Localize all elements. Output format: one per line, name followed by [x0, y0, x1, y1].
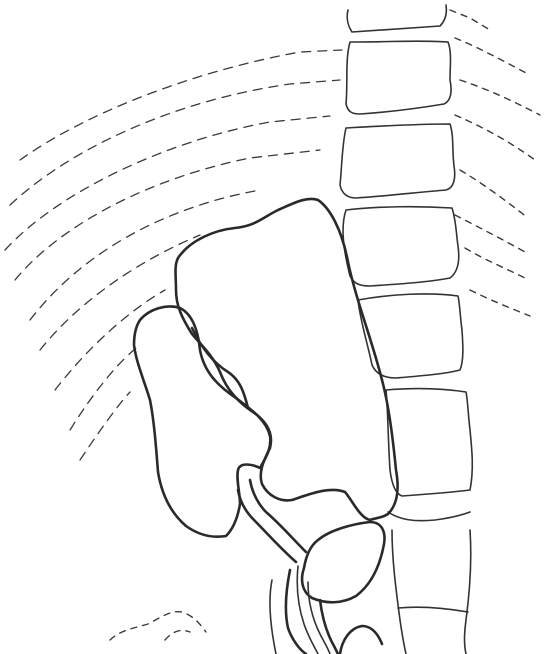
lower-tube-right: [320, 600, 338, 654]
lower-tube-inner-2: [308, 582, 330, 654]
right-arc-1: [450, 10, 490, 30]
lower-oval-mass: [302, 522, 384, 602]
vertebra-4: [343, 207, 459, 286]
right-dashed-lines: [450, 10, 540, 316]
right-arc-5: [460, 170, 528, 218]
left-arc-2: [10, 80, 340, 205]
organ-inner-fold: [192, 328, 248, 408]
left-arc-4: [15, 150, 320, 280]
vertebra-2: [346, 41, 451, 114]
left-arc-1: [20, 50, 342, 160]
bottom-curl: [340, 626, 382, 654]
right-arc-2: [455, 38, 530, 75]
lower-curve: [270, 580, 276, 654]
vertebra-1: [347, 5, 446, 32]
left-arc-9: [80, 392, 130, 460]
vertebra-8: [392, 530, 406, 654]
vertebra-10: [398, 607, 468, 612]
right-arc-6: [455, 215, 525, 252]
bottom-left-fragment-2: [165, 630, 190, 640]
spine: [340, 5, 472, 654]
smaller-organ-mass: [134, 307, 270, 537]
right-arc-8: [470, 290, 530, 316]
vertebra-7: [388, 512, 470, 521]
left-arc-8: [70, 345, 140, 430]
left-dashed-arcs: [5, 50, 342, 460]
vertebra-5: [358, 294, 463, 378]
lower-tube-inner-1: [297, 566, 318, 654]
left-arc-3: [5, 116, 330, 250]
right-arc-7: [465, 248, 525, 278]
vertebra-9: [465, 530, 471, 654]
vertebra-6: [386, 389, 472, 496]
right-arc-3: [460, 80, 540, 115]
ureter-tube-edge: [250, 480, 306, 552]
large-organ-mass: [176, 199, 398, 520]
vertebra-3: [340, 124, 455, 198]
left-arc-5: [30, 190, 260, 320]
bottom-left-fragment: [110, 612, 206, 640]
right-arc-4: [455, 115, 535, 160]
